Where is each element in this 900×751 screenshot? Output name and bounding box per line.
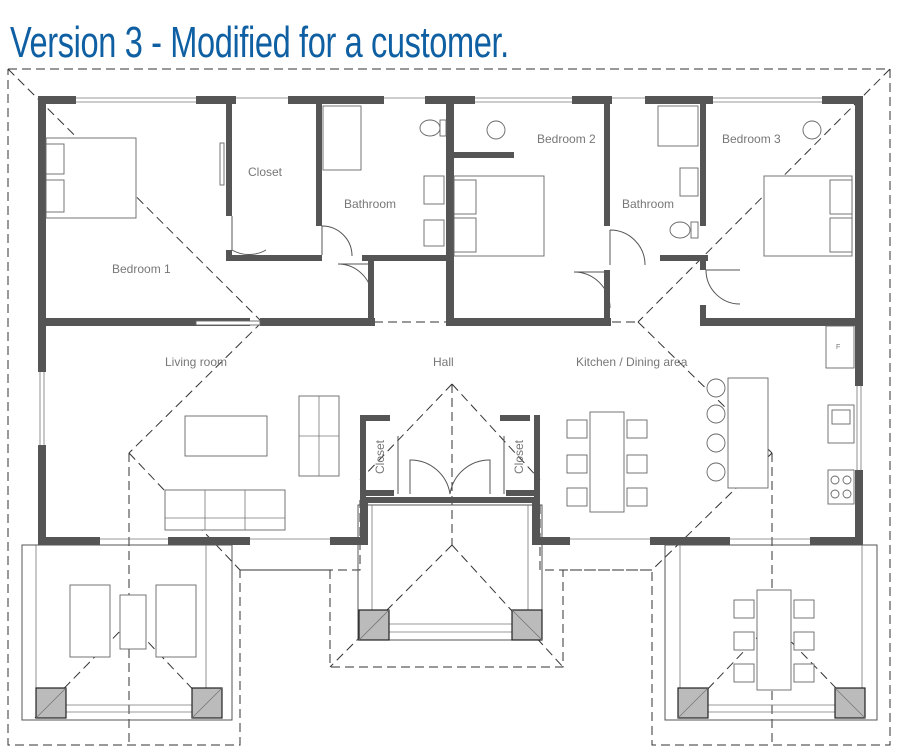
- furniture: [45, 105, 855, 691]
- label-fridge: F: [836, 344, 840, 351]
- label-living-room: Living room: [165, 355, 227, 369]
- porch-posts: [35, 609, 866, 719]
- label-closet-right: Closet: [512, 439, 526, 474]
- label-bathroom-2: Bathroom: [622, 197, 674, 211]
- label-hall: Hall: [433, 355, 454, 369]
- porch-structures: [21, 504, 878, 721]
- label-bedroom-2: Bedroom 2: [537, 132, 596, 146]
- room-labels: Bedroom 1 Closet Bathroom Bedroom 2 Bath…: [112, 132, 840, 474]
- label-closet-top: Closet: [248, 165, 283, 179]
- label-bedroom-3: Bedroom 3: [722, 132, 781, 146]
- label-bedroom-1: Bedroom 1: [112, 262, 171, 276]
- label-bathroom-1: Bathroom: [344, 197, 396, 211]
- page-title: Version 3 - Modified for a customer.: [10, 18, 509, 67]
- walls: [38, 96, 863, 545]
- label-kitchen: Kitchen / Dining area: [576, 355, 688, 369]
- door-swings: [195, 142, 741, 495]
- label-closet-left: Closet: [373, 439, 387, 474]
